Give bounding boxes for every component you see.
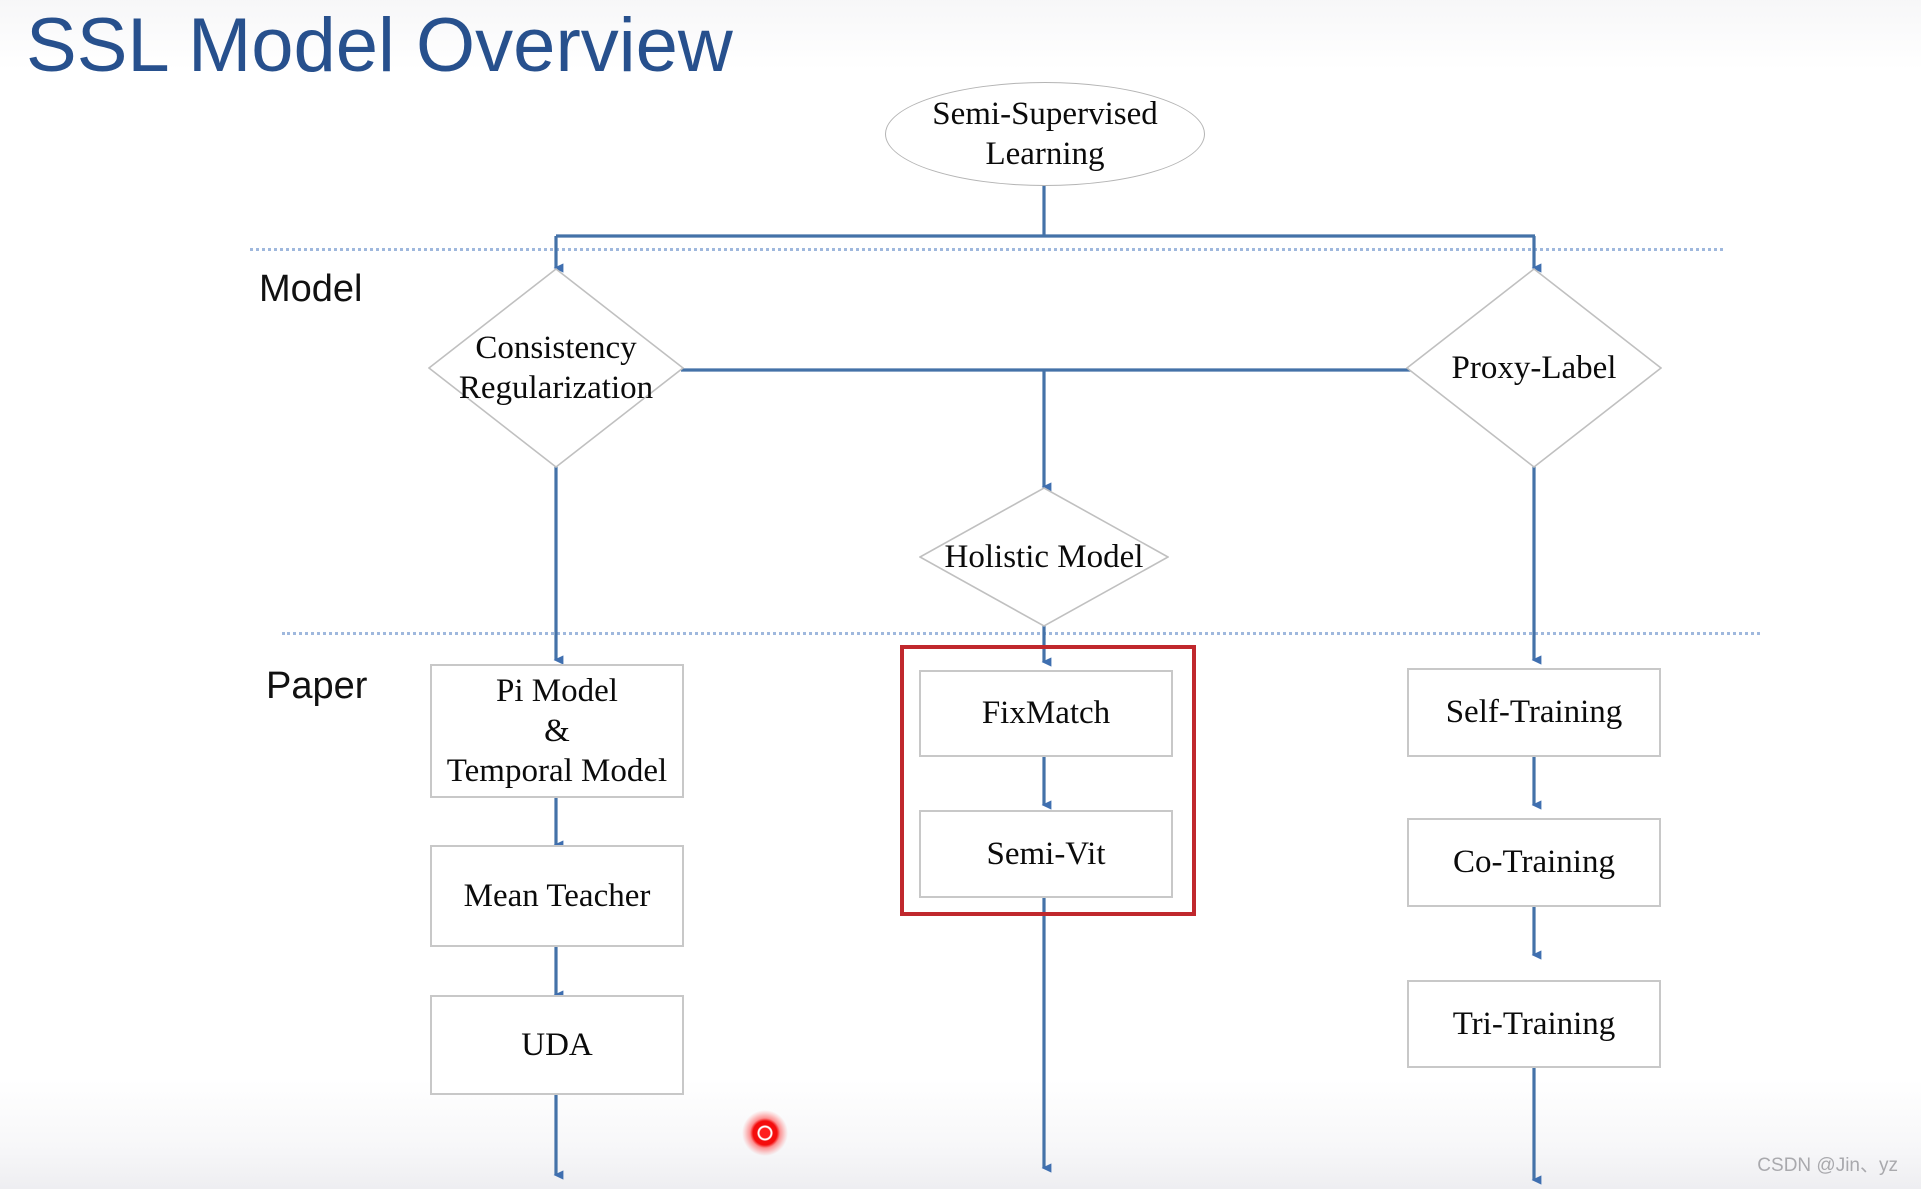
paper-box-co-training[interactable]: Co-Training <box>1407 818 1661 907</box>
laser-pointer-icon <box>742 1110 788 1156</box>
highlight-box-fixmatch-semivit <box>900 645 1196 916</box>
paper-box-label: Co-Training <box>1453 844 1615 881</box>
paper-box-self-training[interactable]: Self-Training <box>1407 668 1661 757</box>
paper-box-uda[interactable]: UDA <box>430 995 684 1095</box>
paper-box-label: Pi Model & Temporal Model <box>446 672 668 790</box>
node-proxy-label[interactable]: Proxy-Label <box>1406 268 1662 468</box>
paper-box-label: Tri-Training <box>1452 1005 1616 1042</box>
node-label: Holistic Model <box>944 538 1144 575</box>
paper-box-label: Mean Teacher <box>463 877 651 914</box>
paper-box-label: Semi-Vit <box>986 835 1106 872</box>
paper-box-fixmatch[interactable]: FixMatch <box>919 670 1173 757</box>
paper-box-label: Self-Training <box>1445 694 1623 731</box>
watermark-text: CSDN @Jin、yz <box>1757 1155 1898 1176</box>
node-semi-supervised-learning[interactable]: Semi-Supervised Learning <box>885 82 1205 186</box>
diamond-shape <box>428 268 684 468</box>
paper-box-label: FixMatch <box>981 695 1111 732</box>
paper-box-mean-teacher[interactable]: Mean Teacher <box>430 845 684 947</box>
diamond-shape <box>1406 268 1662 468</box>
diamond-shape <box>919 487 1169 627</box>
page-title: SSL Model Overview <box>26 3 733 88</box>
node-holistic-model[interactable]: Holistic Model <box>919 487 1169 627</box>
divider-model-row <box>250 248 1723 251</box>
row-label-paper: Paper <box>266 665 368 707</box>
row-label-model: Model <box>259 268 363 310</box>
node-consistency-regularization[interactable]: Consistency Regularization <box>428 268 684 468</box>
paper-box-pi-temporal-model[interactable]: Pi Model & Temporal Model <box>430 664 684 798</box>
node-label: Semi-Supervised Learning <box>932 95 1158 172</box>
node-label: Proxy-Label <box>1451 349 1617 386</box>
paper-box-semi-vit[interactable]: Semi-Vit <box>919 810 1173 898</box>
divider-paper-row <box>282 632 1760 635</box>
paper-box-tri-training[interactable]: Tri-Training <box>1407 980 1661 1068</box>
paper-box-label: UDA <box>521 1026 593 1063</box>
node-label: Consistency Regularization <box>458 329 654 406</box>
